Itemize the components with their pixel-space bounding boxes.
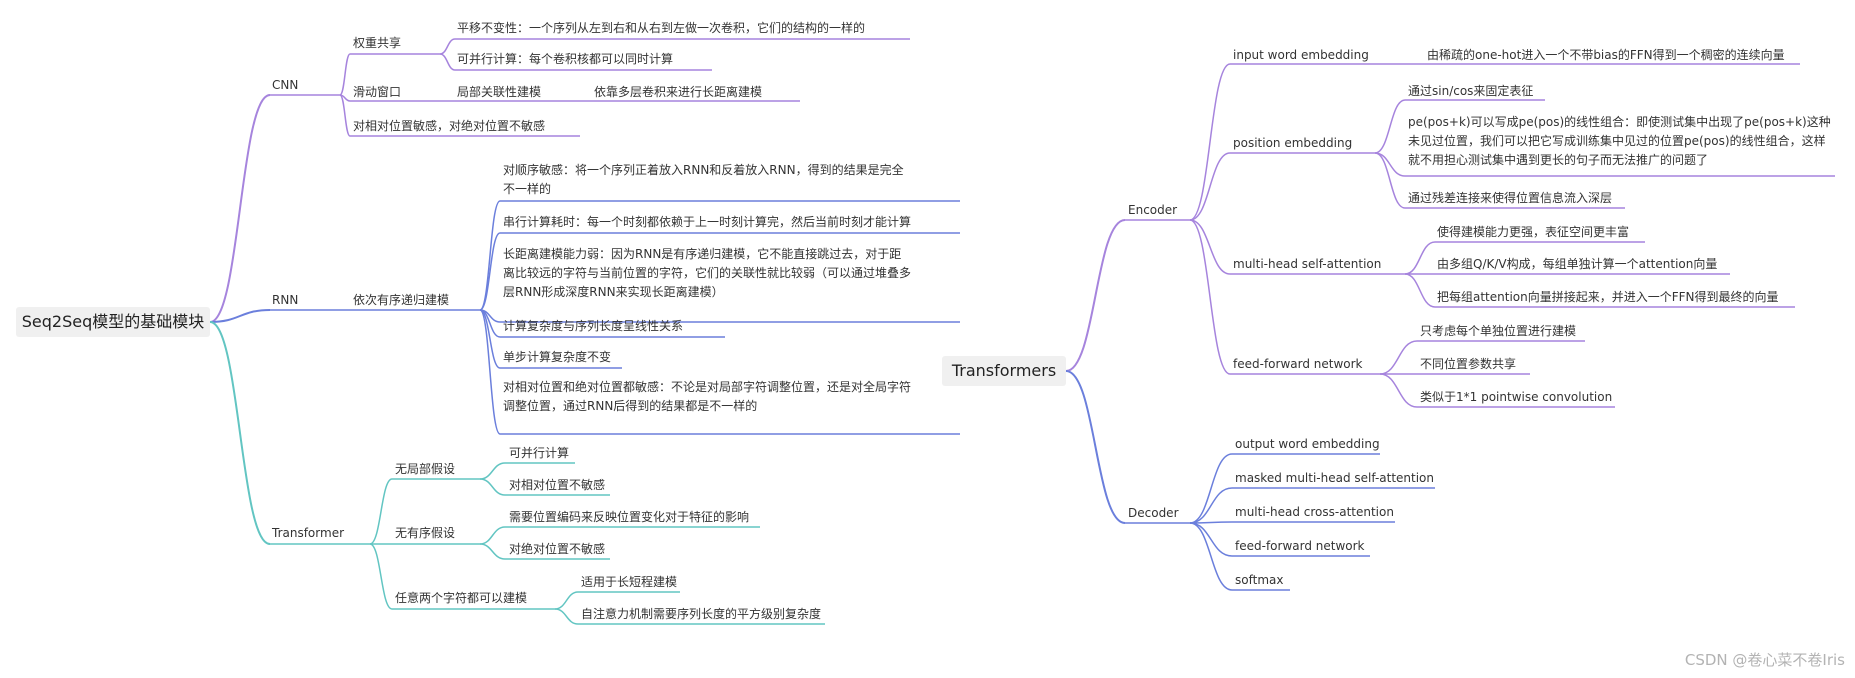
node-mhsa[interactable]: multi-head self-attention <box>1233 257 1382 271</box>
connector <box>479 478 506 496</box>
branch-rnn <box>209 309 271 323</box>
node-rnn-serial[interactable]: 串行计算耗时：每一个时刻都依赖于上一时刻计算完，然后当前时刻才能计算 <box>503 215 912 229</box>
node-cnn[interactable]: CNN <box>272 78 299 92</box>
node-cross-attention[interactable]: multi-head cross-attention <box>1235 505 1394 519</box>
branch-cnn <box>209 94 271 323</box>
node-local-modeling[interactable]: 局部关联性建模 <box>457 85 542 99</box>
node-position-embedding[interactable]: position embedding <box>1233 136 1353 150</box>
connector <box>1189 453 1233 524</box>
node-tf-quadratic[interactable]: 自注意力机制需要序列长度的平方级别复杂度 <box>581 607 822 621</box>
root-seq2seq[interactable]: Seq2Seq模型的基础模块 <box>16 307 210 337</box>
connector <box>479 543 506 560</box>
node-decoder[interactable]: Decoder <box>1128 506 1179 520</box>
node-rnn-position[interactable]: 对相对位置和绝对位置都敏感：不论是对局部字符调整位置，还是对全局字符调整位置，通… <box>503 380 912 413</box>
connector <box>1189 63 1231 221</box>
connector <box>1404 273 1436 308</box>
node-rnn-sequential[interactable]: 依次有序递归建模 <box>353 293 450 307</box>
node-masked-mhsa[interactable]: masked multi-head self-attention <box>1235 471 1435 485</box>
root-transformers[interactable]: Transformers <box>942 356 1066 386</box>
node-rnn-step[interactable]: 单步计算复杂度不变 <box>503 350 612 364</box>
connector <box>479 200 501 311</box>
branch-encoder <box>1065 219 1126 372</box>
connector <box>1404 241 1436 275</box>
connector <box>479 526 506 545</box>
node-pos-residual[interactable]: 通过残差连接来使得位置信息流入深层 <box>1408 191 1613 205</box>
connector <box>479 309 501 435</box>
node-tf-abs-insensitive[interactable]: 对绝对位置不敏感 <box>509 542 606 556</box>
node-decoder-ffn[interactable]: feed-forward network <box>1235 539 1365 553</box>
connector <box>439 38 456 55</box>
node-ffn-conv[interactable]: 类似于1*1 pointwise convolution <box>1420 390 1613 404</box>
node-rnn-order[interactable]: 对顺序敏感：将一个序列正着放入RNN和反着放入RNN，得到的结果是完全不一样的 <box>503 163 904 196</box>
connector <box>1189 152 1231 221</box>
node-tf-rel-insensitive[interactable]: 对相对位置不敏感 <box>509 478 606 492</box>
node-tf-pos-encoding[interactable]: 需要位置编码来反映位置变化对于特征的影响 <box>509 510 750 524</box>
node-no-order[interactable]: 无有序假设 <box>395 526 456 540</box>
branch-transformer <box>209 321 271 545</box>
node-input-embedding[interactable]: input word embedding <box>1233 48 1369 62</box>
connector <box>479 309 501 369</box>
node-mhsa-qkv[interactable]: 由多组Q/K/V构成，每组单独计算一个attention向量 <box>1437 257 1718 271</box>
node-mhsa-rich[interactable]: 使得建模能力更强，表征空间更丰富 <box>1437 225 1630 239</box>
connector <box>1374 152 1406 209</box>
node-multi-layer[interactable]: 依靠多层卷积来进行长距离建模 <box>594 85 763 99</box>
connector <box>479 462 506 480</box>
node-encoder[interactable]: Encoder <box>1128 203 1178 217</box>
connector <box>554 608 579 625</box>
connector <box>369 543 393 610</box>
node-transformer[interactable]: Transformer <box>272 526 345 540</box>
watermark: CSDN @卷心菜不卷Iris <box>1684 651 1845 669</box>
connector <box>369 478 393 545</box>
node-pos-linear[interactable]: pe(pos+k)可以写成pe(pos)的线性组合：即使测试集中出现了pe(po… <box>1408 115 1831 167</box>
node-pos-sincos[interactable]: 通过sin/cos来固定表征 <box>1408 84 1534 98</box>
connector <box>479 232 501 311</box>
node-cnn-position[interactable]: 对相对位置敏感，对绝对位置不敏感 <box>353 119 546 133</box>
connector <box>1374 99 1406 154</box>
node-no-local[interactable]: 无局部假设 <box>395 462 456 476</box>
connector <box>554 591 579 610</box>
connector <box>1189 219 1231 375</box>
node-tf-long-suited[interactable]: 适用于长短程建模 <box>581 575 678 589</box>
connector <box>1379 373 1418 408</box>
branch-decoder <box>1065 370 1126 524</box>
connector <box>1379 340 1418 375</box>
node-translation-invariance[interactable]: 平移不变性：一个序列从左到右和从右到左做一次卷积，它们的结构的一样的 <box>457 21 866 35</box>
node-input-embedding-desc[interactable]: 由稀疏的one-hot进入一个不带bias的FFN得到一个稠密的连续向量 <box>1427 48 1785 62</box>
node-ffn-share[interactable]: 不同位置参数共享 <box>1420 357 1517 371</box>
node-encoder-ffn[interactable]: feed-forward network <box>1233 357 1363 371</box>
node-rnn-long-range[interactable]: 长距离建模能力弱：因为RNN是有序递归建模，它不能直接跳过去，对于距离比较远的字… <box>503 247 912 299</box>
node-output-embedding[interactable]: output word embedding <box>1235 437 1380 451</box>
connector <box>339 53 351 96</box>
connector <box>1189 219 1231 275</box>
node-rnn-complexity[interactable]: 计算复杂度与序列长度呈线性关系 <box>503 319 684 333</box>
node-rnn[interactable]: RNN <box>272 293 299 307</box>
connector <box>1374 152 1406 177</box>
node-any-two[interactable]: 任意两个字符都可以建模 <box>395 591 528 605</box>
node-ffn-pos[interactable]: 只考虑每个单独位置进行建模 <box>1420 324 1577 338</box>
node-cnn-parallel[interactable]: 可并行计算：每个卷积核都可以同时计算 <box>457 52 674 66</box>
node-mhsa-concat[interactable]: 把每组attention向量拼接起来，并进入一个FFN得到最终的向量 <box>1437 290 1779 304</box>
node-softmax[interactable]: softmax <box>1235 573 1284 587</box>
node-sliding-window[interactable]: 滑动窗口 <box>353 85 402 99</box>
connector <box>1189 522 1233 557</box>
connector <box>339 94 351 137</box>
connector <box>1189 487 1233 524</box>
connector <box>1189 522 1233 591</box>
connector <box>439 53 456 71</box>
node-weight-sharing[interactable]: 权重共享 <box>353 36 402 50</box>
node-tf-parallel[interactable]: 可并行计算 <box>509 446 570 460</box>
